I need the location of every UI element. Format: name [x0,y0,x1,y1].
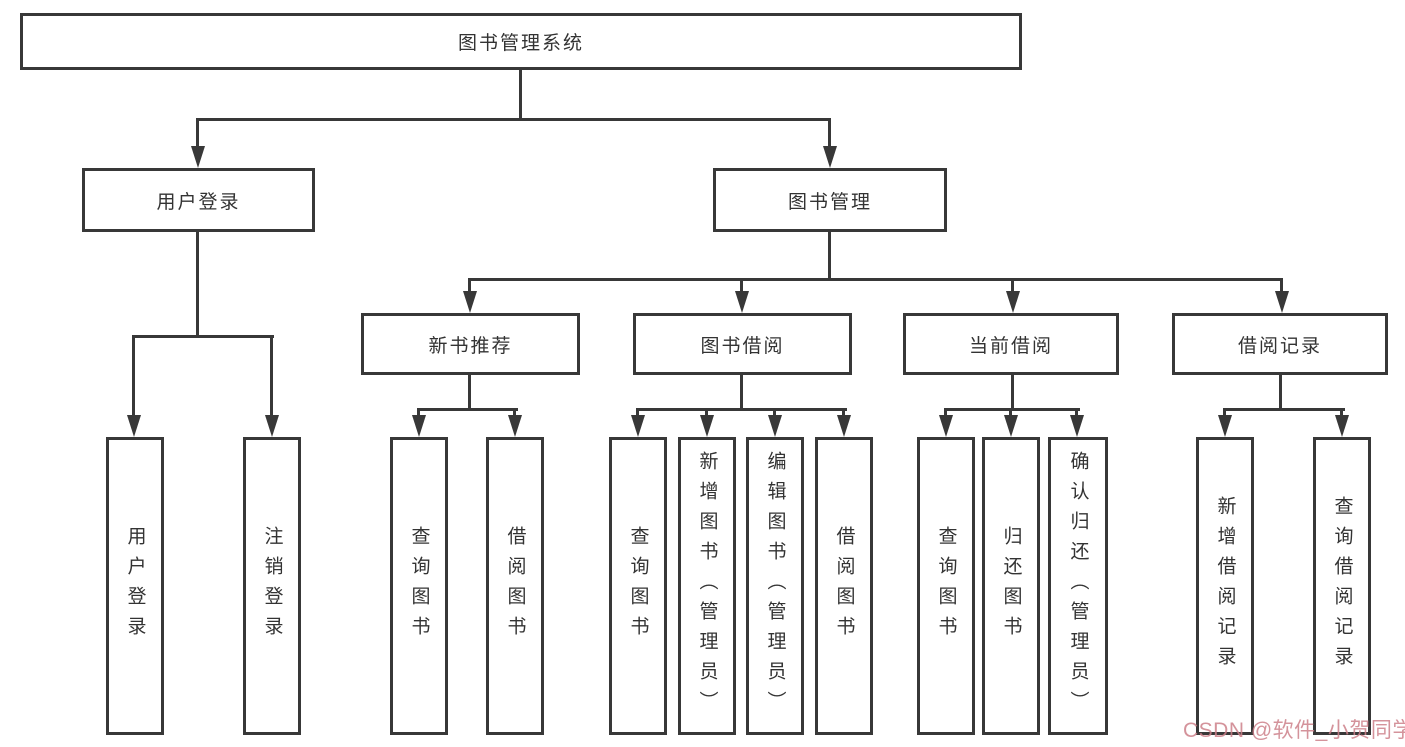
connector-line [946,408,1080,411]
node-book-management: 图书管理 [713,168,947,232]
connector-line [1280,278,1283,296]
node-new-book-recommendation: 新书推荐 [361,313,580,375]
node-user-login: 用户登录 [82,168,315,232]
arrow-down-icon [700,415,714,437]
node-root-system: 图书管理系统 [20,13,1022,70]
connector-line [197,118,831,121]
leaf-label: 用户登录 [124,526,146,646]
connector-line [638,408,847,411]
connector-line [828,118,831,148]
connector-line [196,230,199,338]
connector-line [740,278,743,296]
connector-line [513,408,516,420]
connector-line [1009,408,1012,420]
connector-line [419,408,518,411]
connector-line [842,408,845,420]
leaf-user-login: 用户登录 [106,437,164,735]
node-label: 借阅记录 [1237,335,1322,357]
leaf-edit-books-admin: 编辑图书（管理员） [746,437,804,735]
connector-line [468,373,471,411]
arrow-down-icon [1006,291,1020,313]
leaf-label: 借阅图书 [833,526,855,646]
node-label: 新书推荐 [428,335,513,357]
leaf-add-books-admin: 新增图书（管理员） [678,437,736,735]
connector-line [828,230,831,281]
connector-line [1279,373,1282,411]
leaf-label: 查询借阅记录 [1331,496,1353,676]
arrow-down-icon [939,415,953,437]
leaf-logout: 注销登录 [243,437,301,735]
leaf-label: 借阅图书 [504,526,526,646]
leaf-label: 新增借阅记录 [1214,496,1236,676]
connector-line [468,278,471,296]
arrow-down-icon [127,415,141,437]
arrow-down-icon [768,415,782,437]
arrow-down-icon [631,415,645,437]
arrow-down-icon [1070,415,1084,437]
node-label: 图书管理 [787,191,872,213]
connector-line [519,68,522,121]
connector-line [740,373,743,411]
arrow-down-icon [508,415,522,437]
node-borrowing-records: 借阅记录 [1172,313,1388,375]
node-label: 当前借阅 [968,335,1053,357]
arrow-down-icon [191,146,205,168]
leaf-label: 确认归还（管理员） [1067,451,1089,721]
arrow-down-icon [1275,291,1289,313]
connector-line [944,408,947,420]
connector-line [1223,408,1226,420]
connector-line [417,408,420,420]
leaf-query-borrow-record: 查询借阅记录 [1313,437,1371,735]
arrow-down-icon [837,415,851,437]
node-label: 用户登录 [156,191,241,213]
connector-line [636,408,639,420]
node-label: 图书管理系统 [457,33,584,54]
leaf-borrow-books: 借阅图书 [815,437,873,735]
connector-line [1011,373,1014,411]
leaf-query-books-borrow: 查询图书 [609,437,667,735]
leaf-label: 注销登录 [261,526,283,646]
leaf-label: 新增图书（管理员） [696,451,718,721]
connector-line [1075,408,1078,420]
leaf-label: 编辑图书（管理员） [764,451,786,721]
arrow-down-icon [1004,415,1018,437]
csdn-watermark: CSDN @软件_小贺同学 [1183,719,1405,742]
connector-line [196,118,199,148]
connector-line [1225,408,1345,411]
connector-line [773,408,776,420]
leaf-label: 查询图书 [408,526,430,646]
connector-line [133,335,274,338]
arrow-down-icon [823,146,837,168]
arrow-down-icon [463,291,477,313]
arrow-down-icon [412,415,426,437]
leaf-label: 查询图书 [627,526,649,646]
connector-line [470,278,1282,281]
node-current-borrowing: 当前借阅 [903,313,1119,375]
arrow-down-icon [1335,415,1349,437]
leaf-confirm-return-admin: 确认归还（管理员） [1048,437,1108,735]
leaf-label: 查询图书 [935,526,957,646]
leaf-query-books-current: 查询图书 [917,437,975,735]
leaf-label: 归还图书 [1000,526,1022,646]
leaf-return-books: 归还图书 [982,437,1040,735]
node-book-borrowing: 图书借阅 [633,313,852,375]
arrow-down-icon [1218,415,1232,437]
arrow-down-icon [735,291,749,313]
connector-line [132,335,135,417]
connector-line [1011,278,1014,296]
leaf-query-books-recommend: 查询图书 [390,437,448,735]
leaf-borrow-books-recommend: 借阅图书 [486,437,544,735]
connector-line [1340,408,1343,420]
leaf-add-borrow-record: 新增借阅记录 [1196,437,1254,735]
connector-line [705,408,708,420]
node-label: 图书借阅 [700,335,785,357]
arrow-down-icon [265,415,279,437]
connector-line [270,335,273,417]
